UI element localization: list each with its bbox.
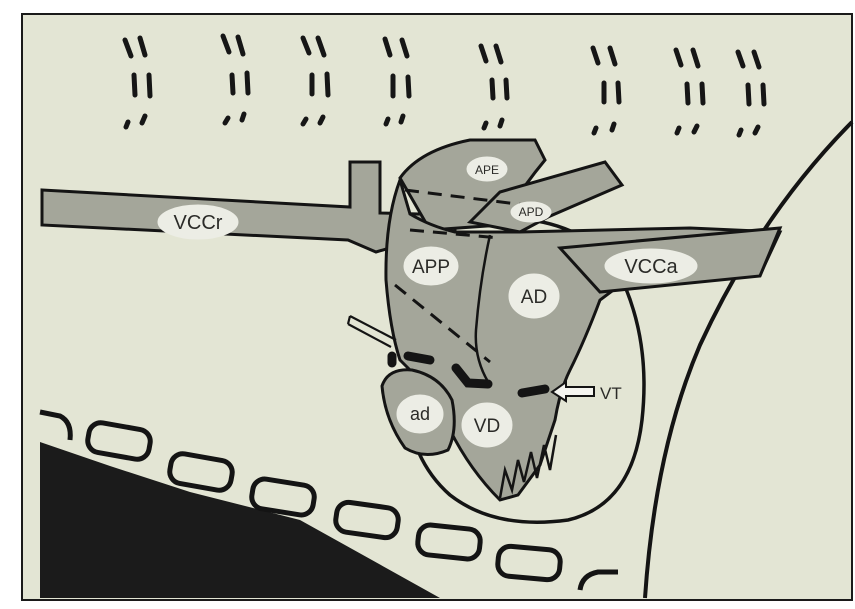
label-vd: VD: [474, 416, 500, 437]
label-ad-lower: ad: [410, 404, 430, 424]
label-vt: VT: [600, 384, 622, 403]
label-app: APP: [412, 257, 450, 278]
label-vcca: VCCa: [624, 256, 678, 278]
label-vccr: VCCr: [174, 212, 223, 234]
label-ad-upper: AD: [521, 287, 547, 308]
label-ape: APE: [475, 163, 499, 177]
label-apd: APD: [519, 205, 544, 219]
